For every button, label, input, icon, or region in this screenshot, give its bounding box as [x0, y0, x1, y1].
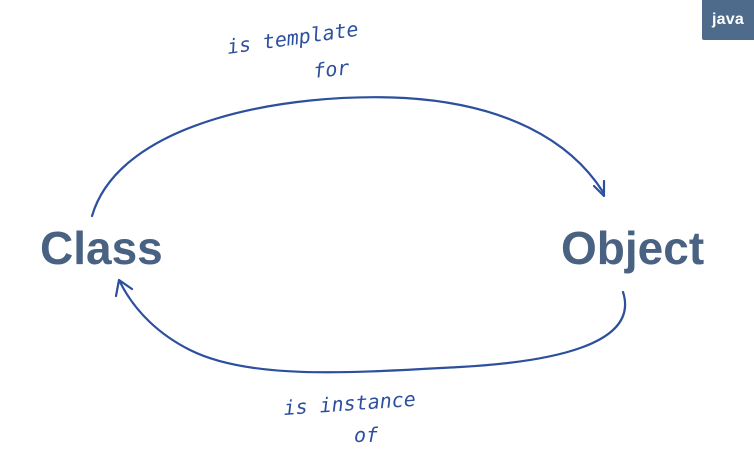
- bottom-edge-label-line2: of: [354, 423, 379, 447]
- top-arrowhead-icon: [592, 179, 606, 198]
- bottom-edge-label-line1: is instance: [283, 387, 417, 420]
- object-node: Object: [561, 222, 704, 274]
- class-node: Class: [40, 222, 163, 274]
- java-badge-label: java: [712, 11, 744, 28]
- top-edge-label-line1: is template: [225, 17, 360, 59]
- top-arc: [90, 96, 605, 218]
- bottom-arrowhead-icon: [114, 278, 134, 298]
- java-badge: java: [702, 0, 754, 40]
- bottom-arc: [118, 280, 627, 374]
- top-edge-label-line2: for: [312, 55, 350, 83]
